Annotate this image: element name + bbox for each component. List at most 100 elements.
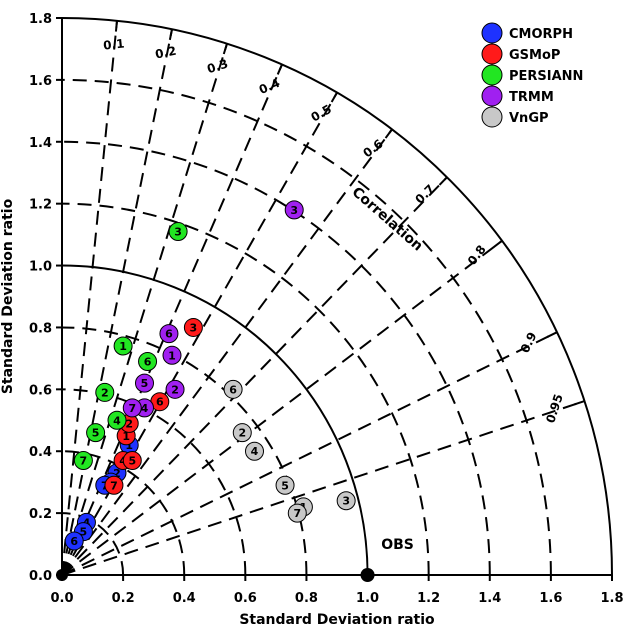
point-label: 6 xyxy=(156,396,164,409)
data-point: 3 xyxy=(168,222,188,242)
point-label: 2 xyxy=(238,427,246,440)
point-marker xyxy=(135,373,154,393)
correlation-tick xyxy=(438,176,448,186)
correlation-ray xyxy=(61,240,503,576)
point-label: 1 xyxy=(125,439,133,452)
correlation-tick xyxy=(574,400,585,406)
data-point: 4 xyxy=(107,410,127,430)
point-marker xyxy=(138,351,158,371)
correlation-tick-label: 0.2 xyxy=(154,44,178,62)
legend-label: GSMoP xyxy=(509,48,560,63)
y-axis-title: Standard Deviation ratio xyxy=(0,198,16,394)
data-point: 2 xyxy=(232,423,252,443)
data-point: 1 xyxy=(113,336,133,356)
data-point: 3 xyxy=(336,491,356,511)
correlation-ray xyxy=(61,64,283,576)
point-label: 5 xyxy=(80,526,88,539)
point-marker xyxy=(275,475,295,495)
point-marker xyxy=(95,382,115,402)
reference-std-arc xyxy=(62,264,369,575)
point-label: 4 xyxy=(113,414,121,427)
y-tick-label: 1.6 xyxy=(29,74,52,89)
y-tick-label: 1.2 xyxy=(29,198,52,213)
y-tick-label: 1.8 xyxy=(29,12,52,27)
point-marker xyxy=(64,531,84,551)
point-marker xyxy=(122,451,142,471)
point-label: 3 xyxy=(190,321,198,334)
std-arc xyxy=(62,78,552,575)
legend-label: TRMM xyxy=(509,90,554,105)
legend-marker xyxy=(481,64,503,86)
point-marker xyxy=(183,317,203,337)
data-point: 3 xyxy=(284,200,304,220)
point-label: 7 xyxy=(293,507,301,520)
x-tick-label: 0.0 xyxy=(50,591,73,606)
x-tick-label: 1.0 xyxy=(356,591,379,606)
point-marker xyxy=(232,423,252,443)
point-marker xyxy=(223,379,243,399)
point-marker xyxy=(107,410,127,430)
y-tick-label: 1.4 xyxy=(29,136,52,151)
data-points: 12345671234567123456712345671234567 xyxy=(56,200,375,582)
legend-marker xyxy=(481,22,503,44)
correlation-ray xyxy=(61,128,393,576)
point-label: 6 xyxy=(144,355,152,368)
y-tick-label: 0.6 xyxy=(29,383,52,398)
data-point: 5 xyxy=(86,423,106,443)
data-point: 7 xyxy=(287,503,307,523)
correlation-tick-label: 0.1 xyxy=(103,36,126,52)
x-tick-label: 1.8 xyxy=(600,591,623,606)
point-label: 3 xyxy=(290,204,298,217)
y-tick-label: 0.8 xyxy=(29,321,52,336)
std-arc xyxy=(62,388,247,575)
legend-label: VnGP xyxy=(509,111,549,126)
data-point: 7 xyxy=(122,398,142,418)
data-point: 5 xyxy=(135,373,154,393)
x-tick-label: 1.2 xyxy=(417,591,440,606)
std-arc xyxy=(62,140,491,575)
legend-marker xyxy=(481,85,503,107)
point-label: 2 xyxy=(125,417,133,430)
x-tick-label: 1.4 xyxy=(478,591,501,606)
data-point: 6 xyxy=(64,531,84,551)
data-point: 6 xyxy=(223,379,243,399)
data-point: 4 xyxy=(245,441,264,461)
data-point: 2 xyxy=(165,379,185,399)
point-marker xyxy=(284,200,304,220)
obs-marker xyxy=(360,568,375,582)
correlation-tick xyxy=(492,240,503,249)
correlation-tick xyxy=(330,92,338,103)
point-label: 2 xyxy=(113,467,121,480)
correlation-ray xyxy=(61,331,558,576)
point-label: 7 xyxy=(110,479,118,492)
correlation-tick-label: 0.3 xyxy=(205,57,229,77)
point-label: 1 xyxy=(122,430,130,443)
x-tick-label: 0.4 xyxy=(173,591,196,606)
obs-label: OBS xyxy=(381,537,414,553)
legend-item: GSMoP xyxy=(481,43,560,65)
point-marker xyxy=(122,398,142,418)
data-point: 7 xyxy=(73,451,93,471)
correlation-tick-label: 0.95 xyxy=(543,392,566,425)
data-point: 1 xyxy=(162,345,182,365)
point-marker xyxy=(113,336,133,356)
point-label: 3 xyxy=(342,495,350,508)
point-marker xyxy=(287,503,307,523)
x-tick-label: 1.6 xyxy=(539,591,562,606)
point-marker xyxy=(162,345,182,365)
point-label: 6 xyxy=(229,383,237,396)
point-marker xyxy=(165,379,185,399)
correlation-tick xyxy=(384,128,393,139)
point-label: 2 xyxy=(101,386,109,399)
point-marker xyxy=(104,475,124,495)
data-point: 5 xyxy=(275,475,295,495)
correlation-ray xyxy=(61,29,173,576)
data-point: 6 xyxy=(138,351,158,371)
std-arc xyxy=(62,202,430,575)
point-label: 7 xyxy=(80,455,88,468)
y-tick-label: 0.2 xyxy=(29,507,52,522)
point-label: 7 xyxy=(128,402,136,415)
point-label: 5 xyxy=(92,427,100,440)
